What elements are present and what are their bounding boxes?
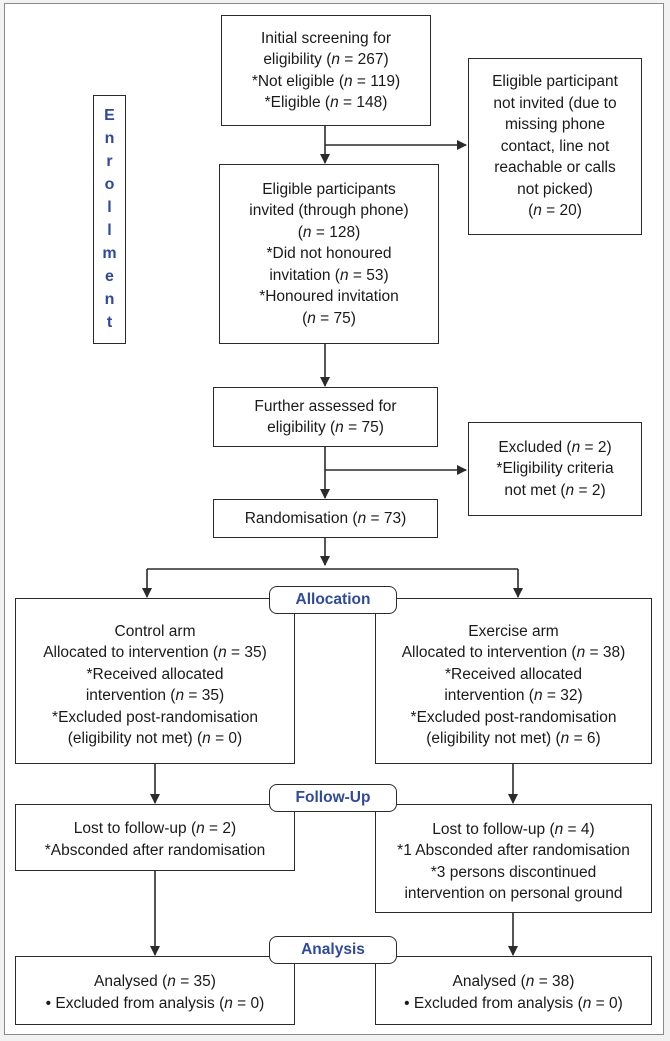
excluded-box: Excluded (n = 2) *Eligibility criteria not…	[468, 422, 642, 516]
box-line: (n = 75)	[302, 309, 356, 327]
box-line: intervention on personal ground	[404, 885, 623, 902]
enrollment-letter: r	[106, 153, 113, 170]
box-line: • Excluded from analysis (n = 0)	[404, 994, 623, 1012]
box-line: eligibility (n = 75)	[267, 419, 384, 436]
box-line: *Excluded post-randomisation	[410, 708, 617, 726]
box-line: Excluded (n = 2)	[498, 438, 612, 456]
box-line: Analysed (n = 35)	[94, 973, 216, 990]
box-line: *Received allocated	[444, 665, 582, 683]
box-line: *Eligibility criteria	[496, 460, 614, 478]
not-invited-box: Eligible participant not invited (due to m…	[468, 58, 642, 235]
box-line: Exercise arm	[468, 622, 559, 640]
box-line: Analysed (n = 38)	[452, 973, 575, 990]
box-line: • Excluded from analysis (n = 0)	[45, 994, 265, 1012]
box-line: Control arm	[114, 622, 196, 640]
box-line: *Eligible (n = 148)	[264, 94, 388, 111]
box-line: not picked)	[517, 180, 593, 198]
box-line: Allocated to intervention (n = 38)	[401, 644, 626, 661]
box-line: Lost to follow-up (n = 2)	[73, 820, 237, 837]
box-line: (n = 20)	[528, 202, 582, 220]
box-line: contact, line not	[500, 137, 610, 155]
box-line: Allocated to intervention (n = 35)	[43, 644, 267, 661]
box-line: reachable or calls	[494, 159, 616, 177]
exercise-followup-box: Lost to follow-up (n = 4) *1 Absconded af…	[375, 804, 652, 913]
box-line: eligibility (n = 267)	[263, 51, 389, 68]
enrollment-letter: l	[107, 199, 112, 216]
box-line: *Did not honoured	[266, 245, 392, 263]
box-line: Further assessed for	[254, 397, 397, 415]
box-line: Eligible participants	[262, 180, 396, 198]
stage-follow-up: Follow-Up	[269, 784, 397, 812]
box-line: Lost to follow-up (n = 4)	[432, 820, 595, 838]
randomisation-box: Randomisation (n = 73)	[213, 499, 438, 538]
box-line: missing phone	[505, 116, 605, 134]
box-line: invited (through phone)	[249, 202, 409, 220]
enrollment-letter: o	[104, 176, 115, 193]
enrollment-letter: l	[107, 222, 112, 239]
initial-screening-box: Initial screening for eligibility (n = 26…	[221, 15, 431, 126]
box-line: (eligibility not met) (n = 0)	[67, 730, 243, 747]
box-line: Eligible participant	[492, 73, 618, 91]
further-assessed-box: Further assessed for eligibility (n = 75)	[213, 387, 438, 447]
exercise-analysis-box: Analysed (n = 38) • Excluded from analysi…	[375, 956, 652, 1025]
box-line: *Excluded post-randomisation	[52, 708, 258, 726]
box-line: intervention (n = 35)	[85, 687, 225, 704]
box-line: not met (n = 2)	[504, 481, 606, 499]
enrollment-letter: E	[104, 107, 115, 124]
enrollment-letter: n	[104, 291, 115, 308]
box-line: not invited (due to	[493, 94, 617, 112]
box-line: *3 persons discontinued	[430, 863, 597, 881]
stage-analysis: Analysis	[269, 936, 397, 964]
box-line: invitation (n = 53)	[269, 266, 389, 284]
enrollment-letter: n	[104, 130, 115, 147]
invited-box: Eligible participants invited (through ph…	[219, 164, 439, 344]
box-line: (eligibility not met) (n = 6)	[426, 730, 601, 747]
box-line: *Absconded after randomisation	[44, 841, 266, 859]
control-analysis-box: Analysed (n = 35) • Excluded from analysi…	[15, 956, 295, 1025]
box-line: Initial screening for	[260, 29, 392, 47]
box-line: *1 Absconded after randomisation	[397, 842, 630, 859]
box-line: Randomisation (n = 73)	[244, 509, 407, 527]
box-line: (n = 128)	[297, 223, 361, 241]
enrollment-letter: t	[106, 314, 113, 331]
box-line: *Not eligible (n = 119)	[251, 72, 401, 90]
box-line: *Received allocated	[86, 665, 224, 683]
enrollment-letter: m	[102, 245, 117, 262]
box-line: *Honoured invitation	[259, 288, 399, 306]
control-followup-box: Lost to follow-up (n = 2) *Absconded afte…	[15, 804, 295, 871]
box-line: intervention (n = 32)	[444, 687, 583, 704]
stage-allocation: Allocation	[269, 586, 397, 614]
enrollment-letter: e	[105, 268, 114, 285]
